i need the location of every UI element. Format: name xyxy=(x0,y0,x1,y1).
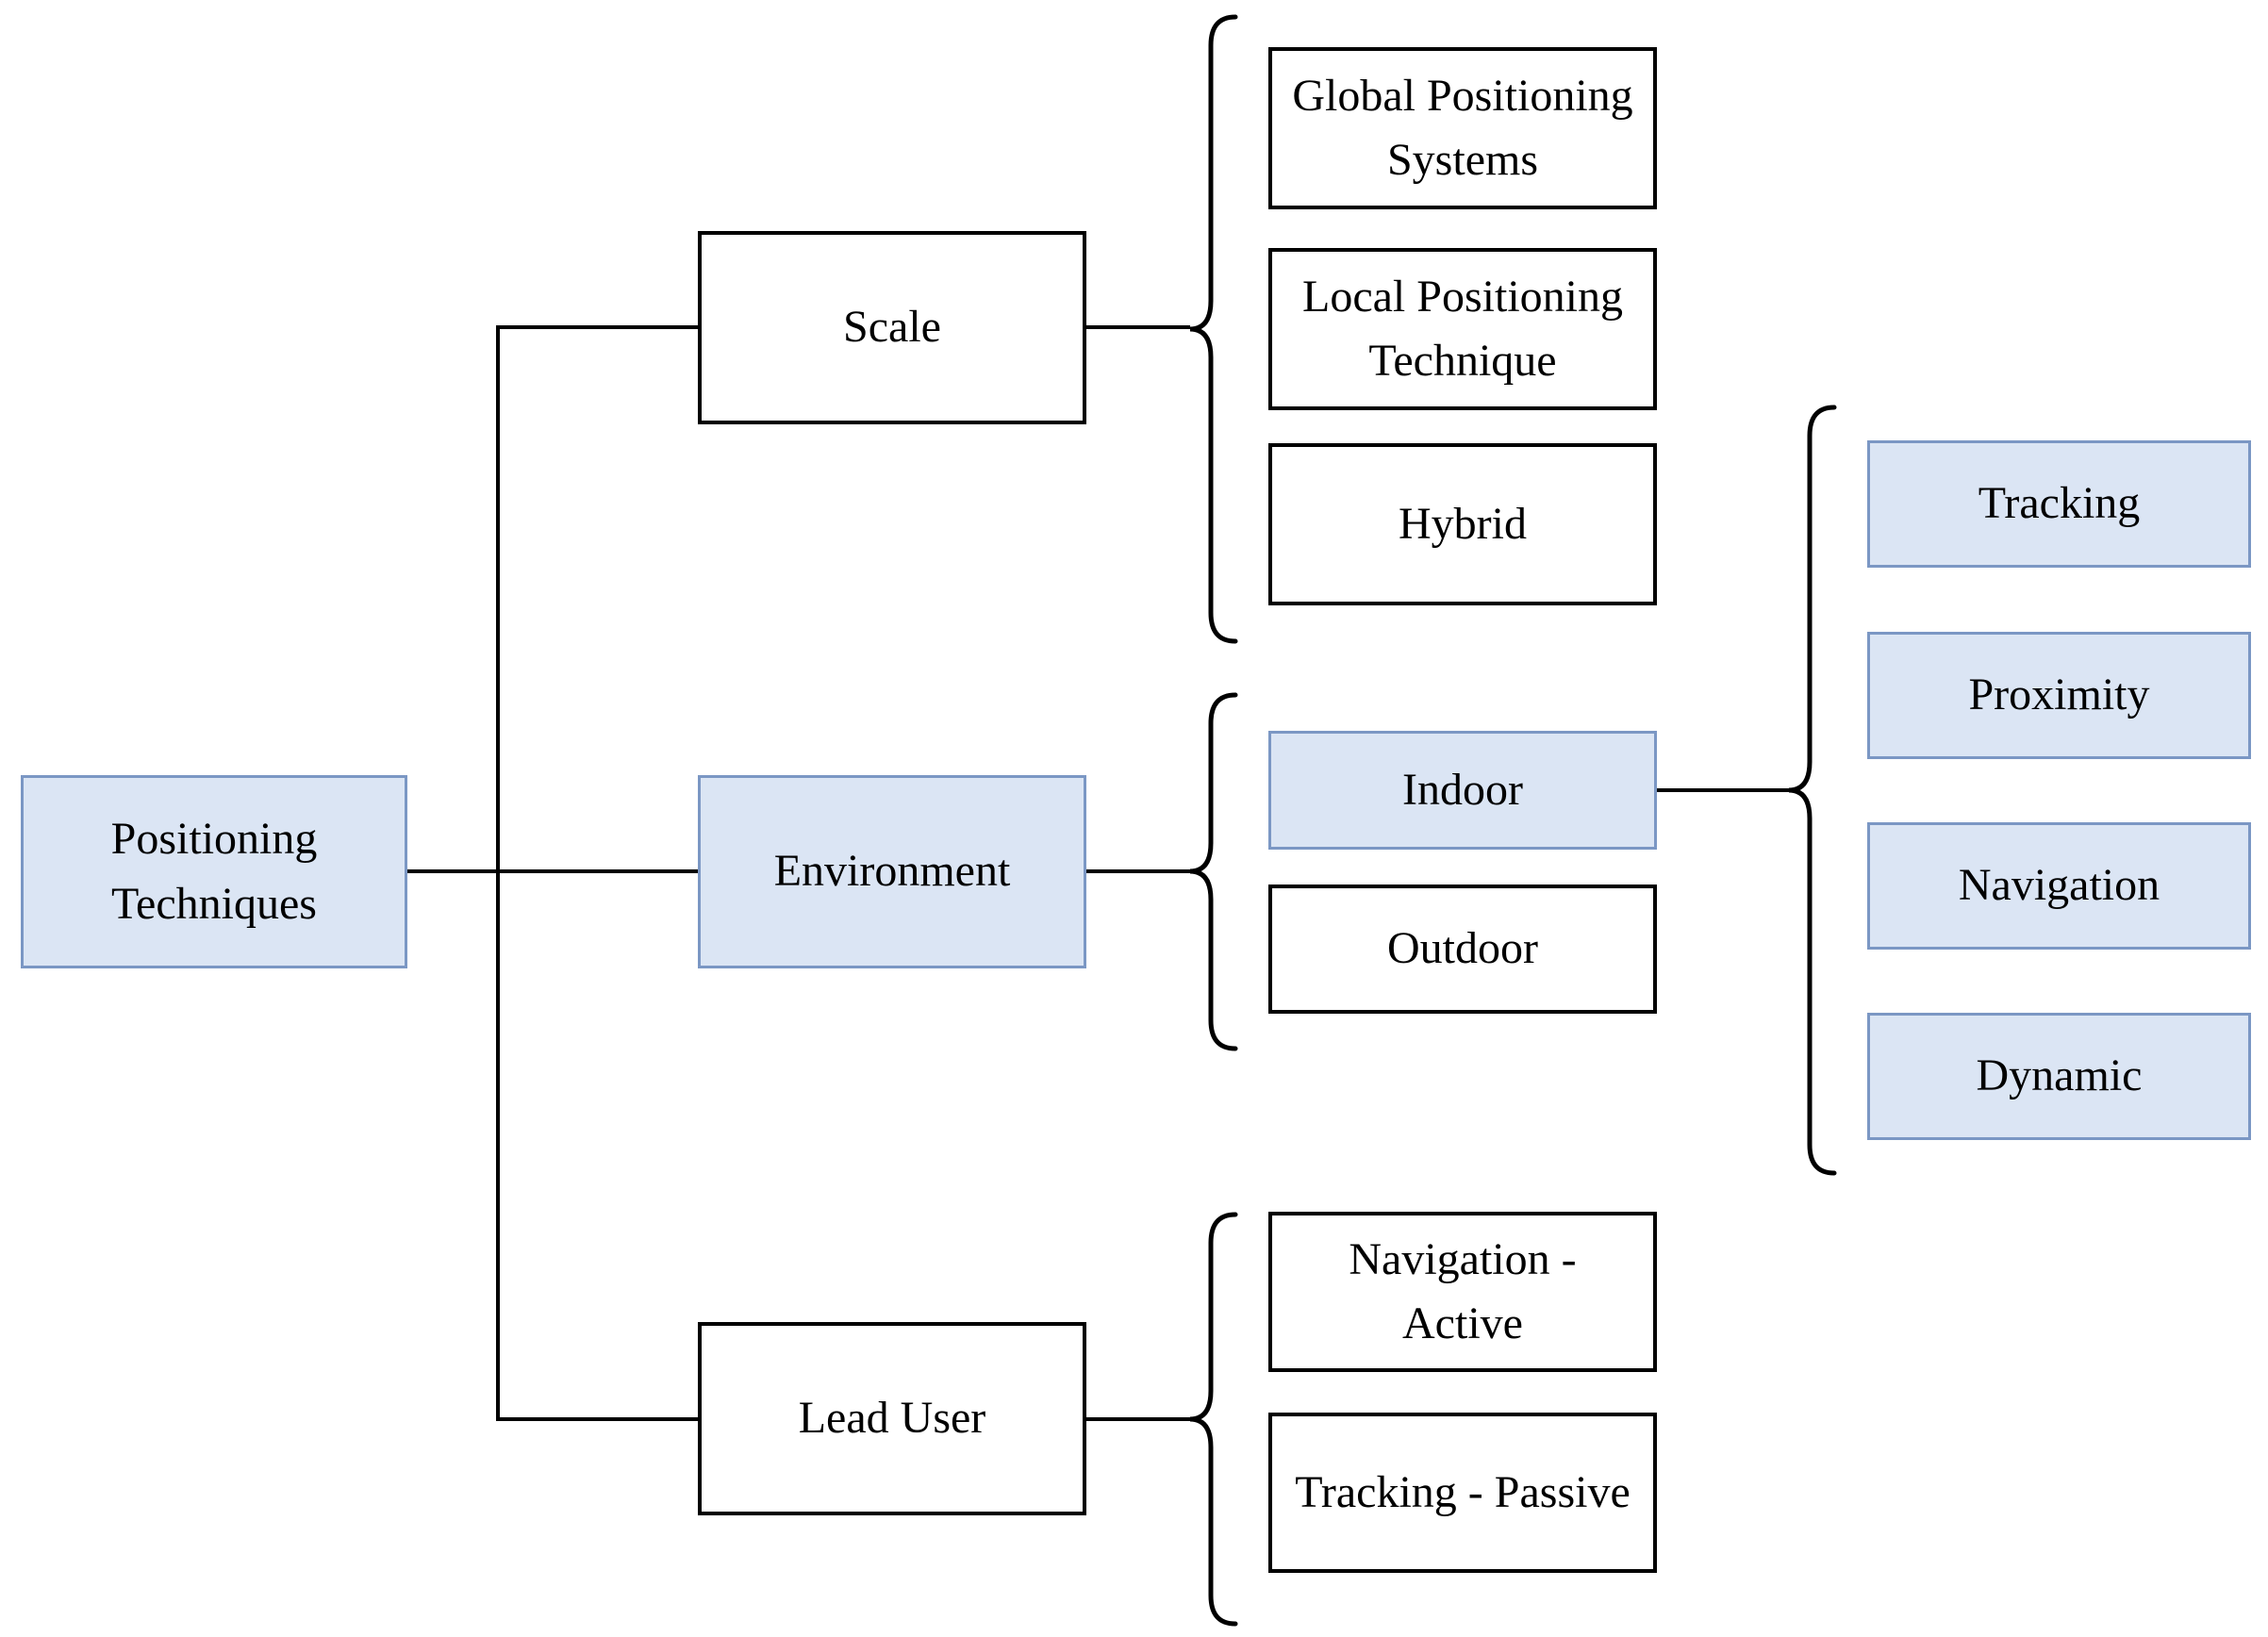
node-global-positioning-systems-label: Global Positioning Systems xyxy=(1292,70,1633,185)
node-environment-label: Environment xyxy=(773,846,1011,897)
node-tracking-label: Tracking xyxy=(1978,478,2141,529)
node-navigation-active: Navigation - Active xyxy=(1268,1212,1657,1372)
node-hybrid: Hybrid xyxy=(1268,443,1657,605)
node-indoor-label: Indoor xyxy=(1402,764,1523,815)
node-positioning-techniques: Positioning Techniques xyxy=(21,775,407,968)
node-global-positioning-systems: Global Positioning Systems xyxy=(1268,47,1657,209)
node-local-positioning-technique-label: Local Positioning Technique xyxy=(1302,271,1623,386)
node-tracking-passive-label: Tracking - Passive xyxy=(1295,1466,1631,1517)
node-outdoor: Outdoor xyxy=(1268,885,1657,1014)
node-outdoor-label: Outdoor xyxy=(1387,923,1538,974)
brace-lead-user-children xyxy=(1189,1212,1238,1627)
node-indoor: Indoor xyxy=(1268,731,1657,850)
node-proximity: Proximity xyxy=(1867,632,2251,759)
node-scale: Scale xyxy=(698,231,1086,424)
node-lead-user: Lead User xyxy=(698,1322,1086,1515)
node-proximity-label: Proximity xyxy=(1968,670,2150,720)
brace-scale-children xyxy=(1189,14,1238,644)
node-hybrid-label: Hybrid xyxy=(1399,498,1527,549)
node-dynamic-label: Dynamic xyxy=(1976,1050,2143,1101)
node-local-positioning-technique: Local Positioning Technique xyxy=(1268,248,1657,410)
node-navigation-active-label: Navigation - Active xyxy=(1349,1233,1577,1348)
node-tracking: Tracking xyxy=(1867,440,2251,568)
node-navigation-label: Navigation xyxy=(1958,860,2160,911)
brace-environment-children xyxy=(1189,692,1238,1051)
node-scale-label: Scale xyxy=(843,302,941,353)
brace-indoor-children xyxy=(1788,405,1837,1176)
node-positioning-techniques-label: Positioning Techniques xyxy=(110,814,318,929)
node-dynamic: Dynamic xyxy=(1867,1013,2251,1140)
node-tracking-passive: Tracking - Passive xyxy=(1268,1413,1657,1573)
node-environment: Environment xyxy=(698,775,1086,968)
node-navigation: Navigation xyxy=(1867,822,2251,950)
node-lead-user-label: Lead User xyxy=(798,1393,986,1444)
